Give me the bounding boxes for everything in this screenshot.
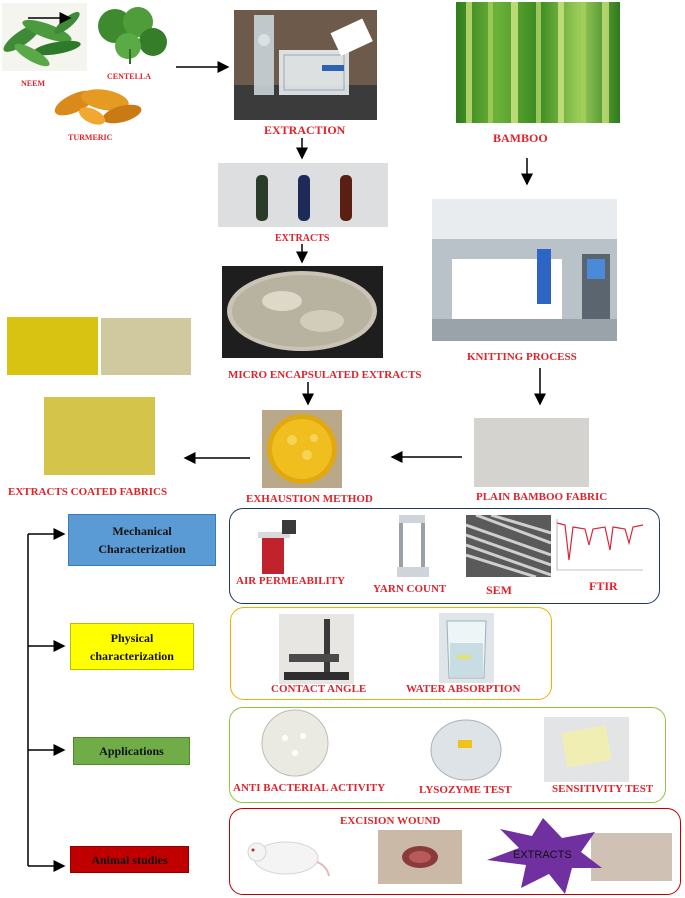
label-micro-encapsulated: MICRO ENCAPSULATED EXTRACTS xyxy=(228,369,422,381)
healed-wound-image xyxy=(591,833,672,881)
physical-label-line2: characterization xyxy=(90,648,174,663)
applications-label: Applications xyxy=(99,744,164,758)
water-absorption-beaker-image xyxy=(439,613,494,683)
mechanical-label-line1: Mechanical xyxy=(112,524,172,538)
sem-image xyxy=(466,515,551,577)
label-turmeric: TURMERIC xyxy=(68,133,113,142)
animal-studies-frame xyxy=(229,808,681,895)
label-neem: NEEM xyxy=(21,79,45,88)
applications-tests-frame xyxy=(229,707,666,803)
neem-leaves-image xyxy=(2,3,87,71)
contact-angle-instrument-image xyxy=(279,614,354,684)
centella-leaves-image xyxy=(90,4,175,66)
label-sem: SEM xyxy=(486,583,513,597)
physical-tests-frame xyxy=(230,607,552,700)
label-contact-angle: CONTACT ANGLE xyxy=(271,683,367,695)
knitting-machine-image xyxy=(432,199,617,341)
label-ftir: FTIR xyxy=(589,579,618,593)
mechanical-characterization-box: Mechanical Characterization xyxy=(68,514,216,566)
label-bamboo: BAMBOO xyxy=(493,131,548,145)
rat-image xyxy=(241,830,331,880)
mechanical-tests-frame xyxy=(229,508,660,604)
exhaustion-dish-image xyxy=(262,410,342,488)
air-permeability-tester-image xyxy=(254,518,304,574)
coated-fabric-sample-2 xyxy=(101,318,191,375)
applications-box: Applications xyxy=(73,737,190,765)
label-extracts: EXTRACTS xyxy=(275,233,330,244)
label-excision-wound: EXCISION WOUND xyxy=(340,815,441,827)
coated-fabric-sample-3 xyxy=(44,397,155,475)
label-centella: CENTELLA xyxy=(107,72,152,81)
label-plain-bamboo-fabric: PLAIN BAMBOO FABRIC xyxy=(476,491,608,503)
label-water-absorption: WATER ABSORPTION xyxy=(406,683,521,695)
label-knitting-process: KNITTING PROCESS xyxy=(467,351,577,363)
physical-label-line1: Physical xyxy=(110,630,154,645)
label-sensitivity-test: SENSITIVITY TEST xyxy=(552,783,654,795)
label-air-permeability: AIR PERMEABILITY xyxy=(236,575,346,587)
excision-wound-image xyxy=(378,830,462,884)
sensitivity-test-image xyxy=(544,717,629,782)
label-lysozyme-test: LYSOZYME TEST xyxy=(419,784,512,796)
turmeric-image xyxy=(50,78,150,130)
ftir-spectrum-image xyxy=(555,515,645,577)
label-coated-fabrics: EXTRACTS COATED FABRICS xyxy=(8,486,168,498)
label-yarn-count: YARN COUNT xyxy=(373,583,447,595)
label-extracts-star: EXTRACTS xyxy=(513,849,572,861)
anti-bacterial-plate-image xyxy=(255,708,335,778)
extract-tubes-image xyxy=(218,163,388,227)
bamboo-forest-image xyxy=(456,2,620,123)
label-extraction: EXTRACTION xyxy=(264,123,346,137)
coated-fabric-sample-1 xyxy=(7,317,98,375)
extraction-apparatus-image xyxy=(234,10,377,120)
microcapsule-dish-image xyxy=(222,266,383,358)
animal-studies-box: Animal studies xyxy=(70,846,189,873)
extracts-star-shape xyxy=(487,818,602,894)
yarn-count-tester-image xyxy=(395,515,431,577)
physical-characterization-box: Physical characterization xyxy=(70,623,194,670)
mechanical-label-line2: Characterization xyxy=(98,542,186,556)
label-exhaustion-method: EXHAUSTION METHOD xyxy=(246,493,373,505)
label-anti-bacterial-activity: ANTI BACTERIAL ACTIVITY xyxy=(233,782,386,794)
lysozyme-plate-image xyxy=(428,716,505,783)
animal-studies-label: Animal studies xyxy=(91,852,168,867)
plain-bamboo-fabric-image xyxy=(474,418,589,487)
